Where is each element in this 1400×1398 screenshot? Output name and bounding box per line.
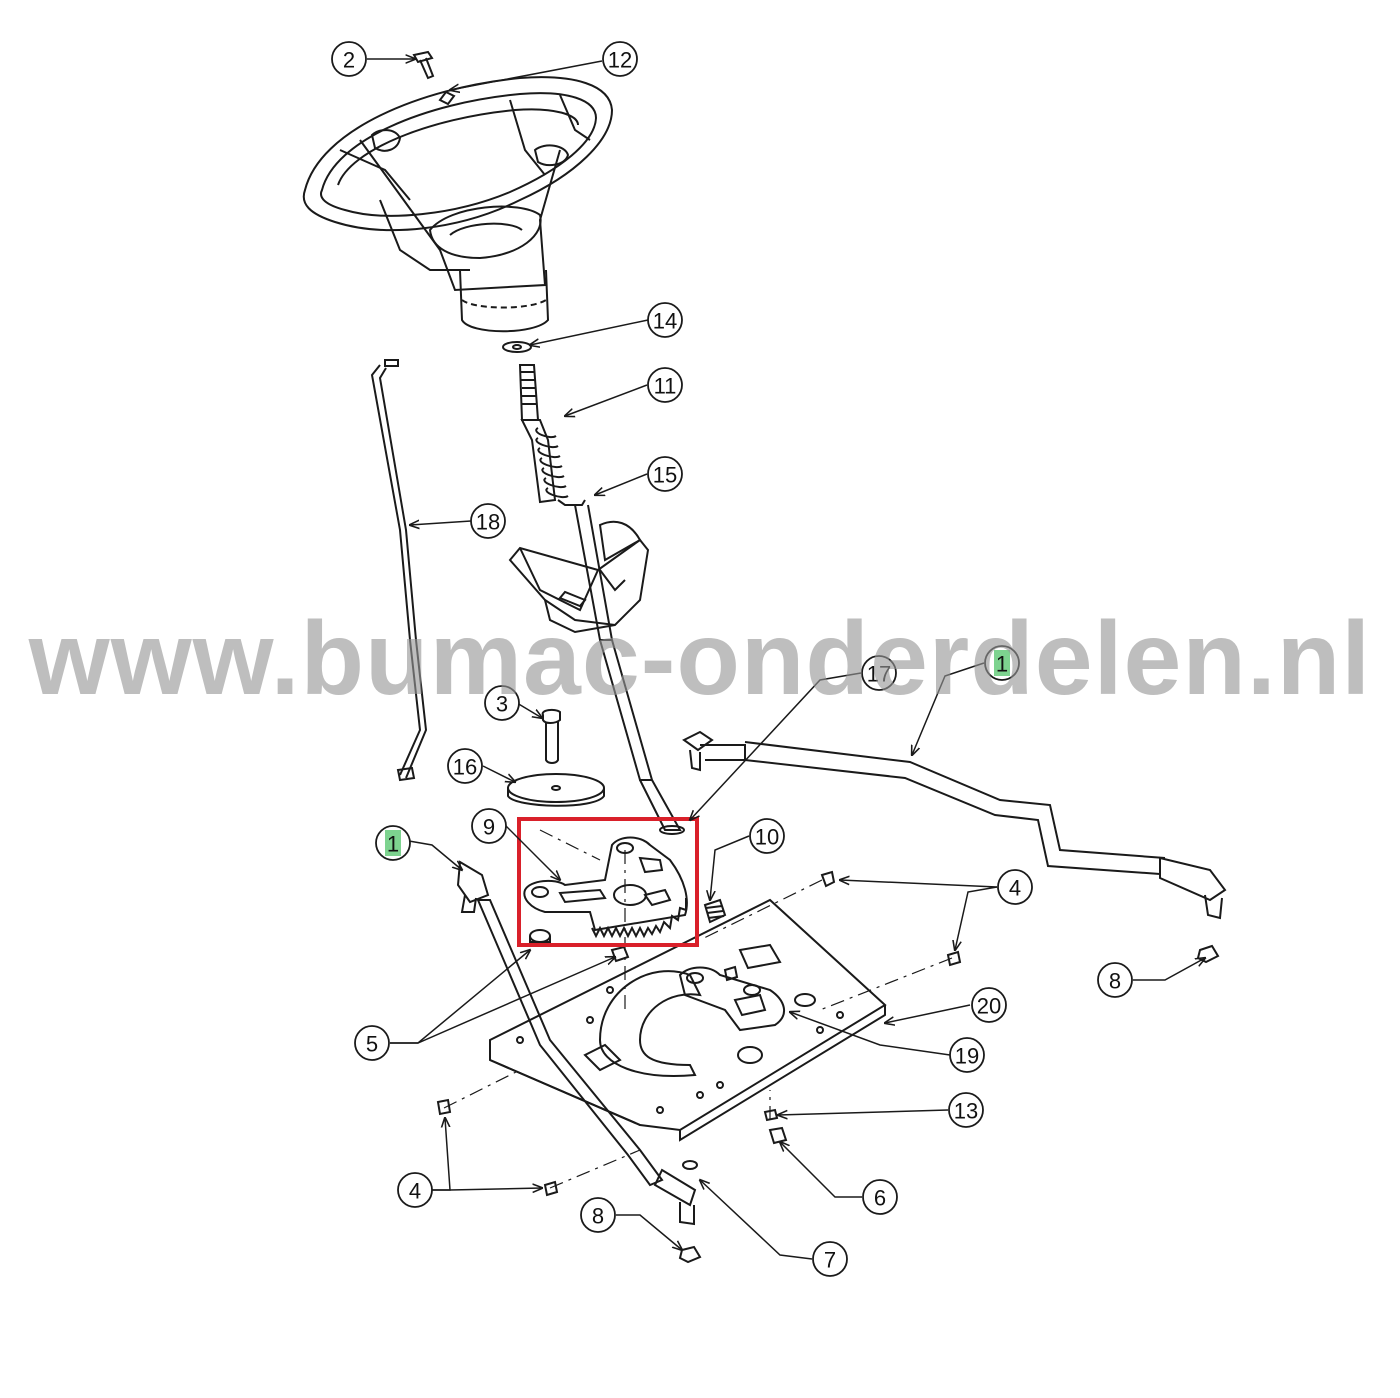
callout-17: 17 bbox=[861, 655, 897, 691]
tie-rod-right bbox=[682, 730, 1227, 920]
svg-text:5: 5 bbox=[366, 1032, 378, 1057]
svg-text:13: 13 bbox=[954, 1099, 978, 1124]
assembly-lines bbox=[443, 829, 953, 1189]
svg-text:8: 8 bbox=[592, 1204, 604, 1229]
svg-text:1: 1 bbox=[996, 652, 1008, 677]
svg-text:3: 3 bbox=[496, 692, 508, 717]
svg-text:9: 9 bbox=[483, 815, 495, 840]
column-bracket bbox=[508, 520, 650, 634]
svg-text:6: 6 bbox=[874, 1186, 886, 1211]
svg-text:8: 8 bbox=[1109, 969, 1121, 994]
leader-lines bbox=[367, 59, 1205, 1260]
svg-text:12: 12 bbox=[608, 48, 632, 73]
callout-19: 19 bbox=[949, 1037, 985, 1073]
callout-8a: 8 bbox=[1097, 962, 1133, 998]
callout-1b: 1 bbox=[984, 645, 1020, 681]
pin-3 bbox=[541, 708, 561, 764]
svg-text:4: 4 bbox=[1009, 876, 1021, 901]
svg-text:19: 19 bbox=[955, 1044, 979, 1069]
callout-7: 7 bbox=[812, 1241, 848, 1277]
highlight-box bbox=[517, 817, 699, 947]
svg-text:14: 14 bbox=[653, 309, 677, 334]
callout-14: 14 bbox=[647, 302, 683, 338]
pinion-10 bbox=[703, 898, 727, 924]
svg-text:11: 11 bbox=[654, 374, 677, 399]
svg-text:18: 18 bbox=[476, 510, 500, 535]
callout-2: 2 bbox=[331, 41, 367, 77]
svg-text:2: 2 bbox=[343, 48, 355, 73]
callout-6: 6 bbox=[862, 1179, 898, 1215]
callout-11: 11 bbox=[647, 367, 683, 403]
svg-text:16: 16 bbox=[453, 755, 477, 780]
svg-text:7: 7 bbox=[824, 1248, 836, 1273]
callout-12: 12 bbox=[602, 41, 638, 77]
svg-text:1: 1 bbox=[387, 832, 399, 857]
svg-text:10: 10 bbox=[755, 825, 779, 850]
callout-3: 3 bbox=[484, 685, 520, 721]
steering-shaft bbox=[502, 341, 685, 835]
steering-wheel bbox=[302, 76, 614, 333]
callout-4b: 4 bbox=[397, 1172, 433, 1208]
svg-text:15: 15 bbox=[653, 463, 677, 488]
callout-13: 13 bbox=[948, 1092, 984, 1128]
svg-text:17: 17 bbox=[867, 662, 891, 687]
callout-5: 5 bbox=[354, 1025, 390, 1061]
callout-8b: 8 bbox=[580, 1197, 616, 1233]
callout-18: 18 bbox=[470, 503, 506, 539]
disc-16 bbox=[507, 773, 605, 807]
callout-1a: 1 bbox=[375, 825, 411, 861]
callout-15: 15 bbox=[647, 456, 683, 492]
callout-20: 20 bbox=[971, 987, 1007, 1023]
svg-text:20: 20 bbox=[977, 994, 1001, 1019]
rod-18 bbox=[370, 359, 428, 782]
steering-arm-19 bbox=[678, 966, 785, 1032]
tie-rod-left bbox=[456, 860, 697, 1226]
callout-4a: 4 bbox=[997, 869, 1033, 905]
mounting-plate-20 bbox=[489, 898, 887, 1142]
callout-9: 9 bbox=[471, 808, 507, 844]
gear-segment-9 bbox=[523, 836, 688, 943]
svg-text:4: 4 bbox=[409, 1179, 421, 1204]
bolt-2 bbox=[412, 50, 435, 80]
callout-16: 16 bbox=[447, 748, 483, 784]
hardware bbox=[436, 870, 1220, 1264]
callout-10: 10 bbox=[749, 818, 785, 854]
